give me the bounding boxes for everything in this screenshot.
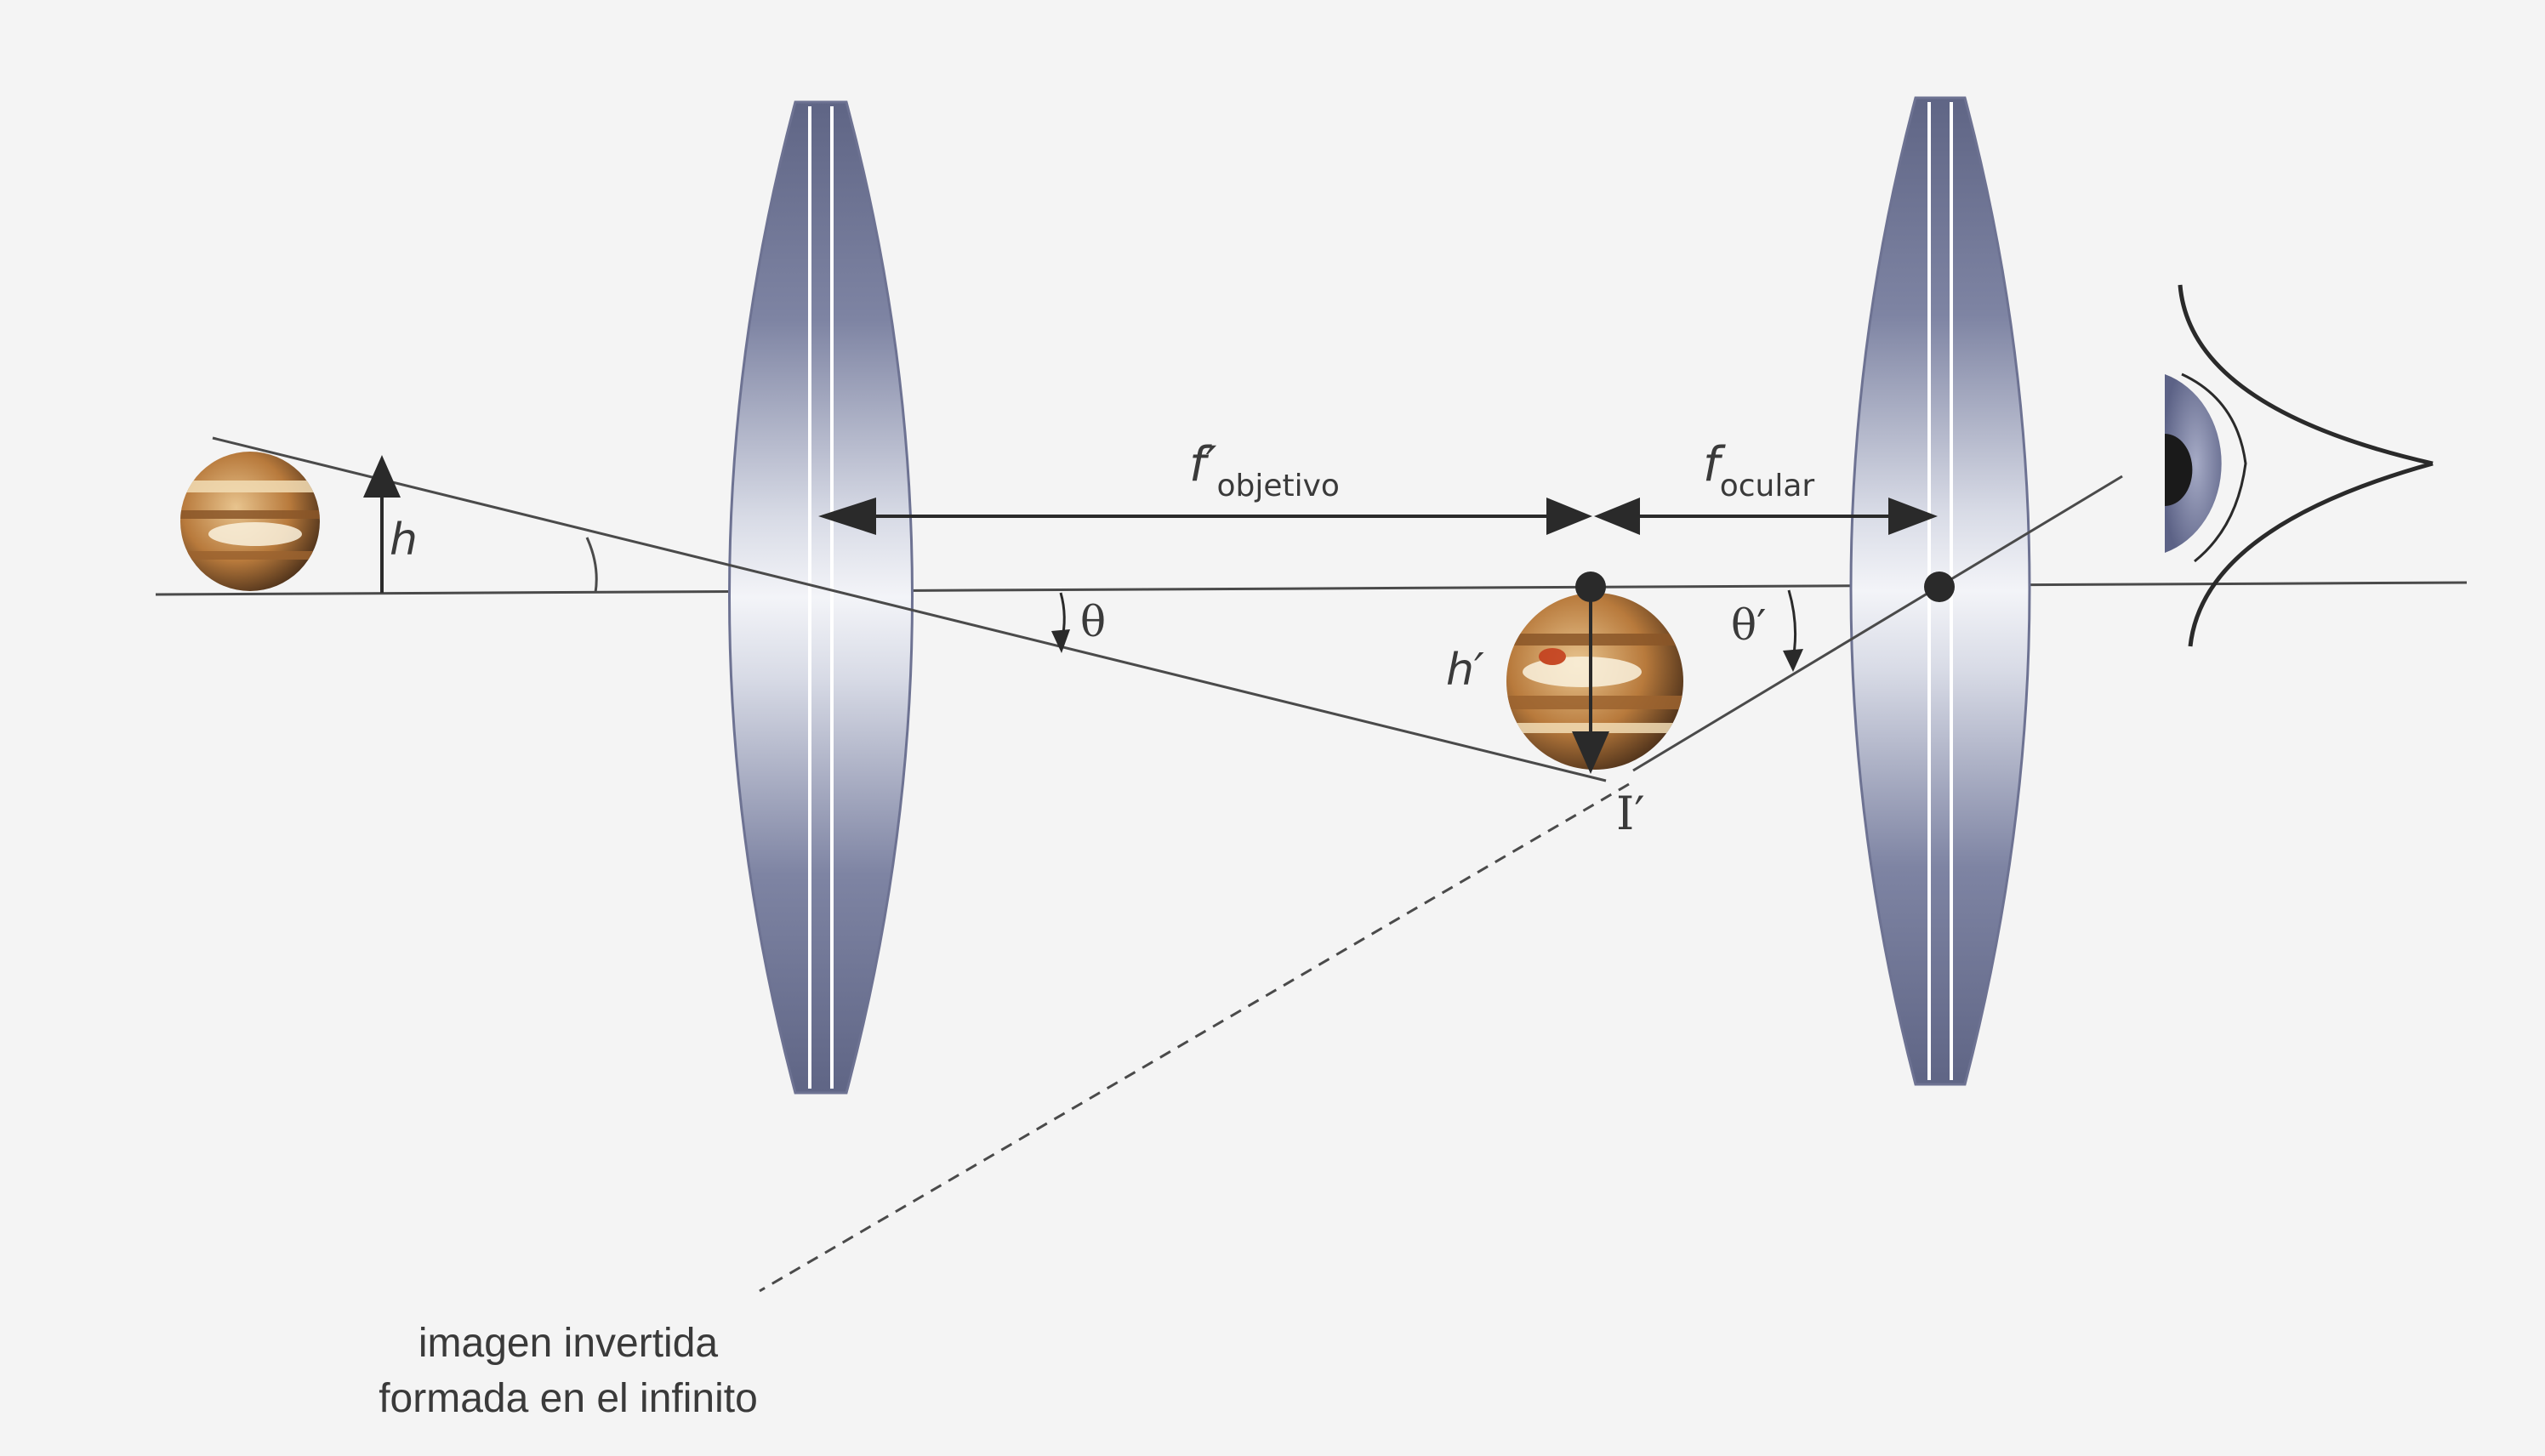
optical-axis [155, 581, 2468, 596]
object-height-arrowhead [363, 455, 401, 498]
object-height-label: h [390, 515, 418, 566]
focal-ocular-left-arrowhead [1594, 498, 1640, 535]
focal-point-objective [1575, 572, 1606, 602]
incoming-ray [212, 436, 1607, 782]
caption-line-2: formada en el infinito [379, 1376, 758, 1421]
jupiter-planet-icon [1506, 593, 1683, 770]
outgoing-ray [1632, 475, 2123, 772]
image-point-label: I′ [1616, 787, 1645, 840]
caption-line-1: imagen invertida [418, 1321, 719, 1366]
theta-prime-label: θ′ [1731, 600, 1766, 650]
theta-prime-arc [1787, 589, 1797, 660]
focal-ocular-right-arrowhead [1888, 498, 1938, 535]
theta-label: θ [1080, 597, 1106, 646]
focal-point-ocular [1924, 572, 1955, 602]
virtual-ray-dashed [759, 782, 1630, 1293]
focal-objective-right-arrowhead [1546, 498, 1592, 535]
angle-arc-left [585, 537, 598, 594]
focal-objective-left-arrowhead [818, 498, 876, 535]
theta-prime-arrowhead [1783, 649, 1803, 672]
image-height-arrowhead [1572, 731, 1609, 774]
jupiter-planet-icon [180, 452, 320, 591]
focal-ocular-label: focular [1703, 437, 1814, 503]
image-height-label: h′ [1446, 645, 1484, 696]
theta-arrowhead [1051, 629, 1070, 653]
focal-objective-label: f′objetivo [1189, 437, 1340, 503]
objective-lens [728, 100, 914, 1095]
eye-icon [2165, 284, 2434, 647]
